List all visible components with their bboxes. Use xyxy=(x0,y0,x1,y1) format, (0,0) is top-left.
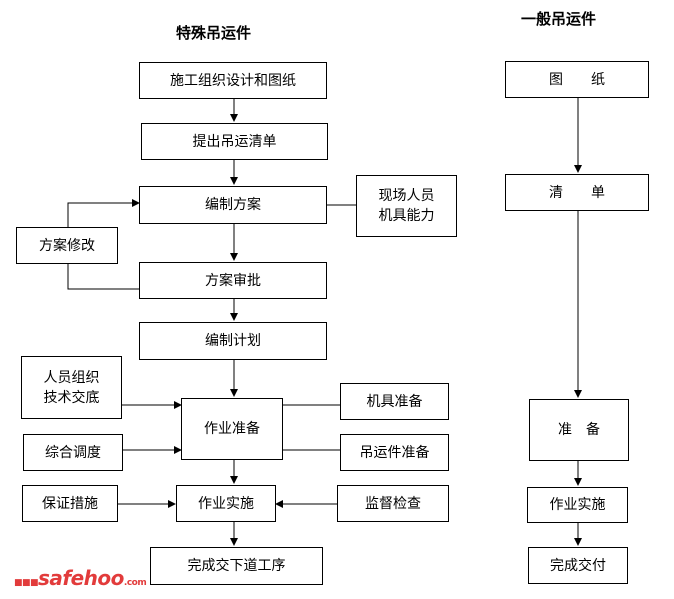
box-lifting-list: 提出吊运清单 xyxy=(141,123,328,160)
safehoo-watermark: ■■■safehoo.com xyxy=(14,566,147,590)
watermark-text: safehoo xyxy=(38,566,124,590)
box-plan-revision: 方案修改 xyxy=(16,227,118,264)
box-personnel-briefing: 人员组织 技术交底 xyxy=(21,356,122,419)
box-safety-measures: 保证措施 xyxy=(22,485,118,522)
box-lifted-parts-prep: 吊运件准备 xyxy=(340,434,449,471)
box-right-execution: 作业实施 xyxy=(527,487,628,523)
box-right-preparation: 准 备 xyxy=(529,399,629,461)
box-site-personnel-capacity: 现场人员 机具能力 xyxy=(356,175,457,237)
box-equipment-prep: 机具准备 xyxy=(340,383,449,420)
box-coordination: 综合调度 xyxy=(23,434,123,471)
box-prepare-schedule: 编制计划 xyxy=(139,322,327,360)
box-handover-next-process: 完成交下道工序 xyxy=(150,547,323,585)
box-work-preparation: 作业准备 xyxy=(181,398,283,460)
box-right-drawings: 图 纸 xyxy=(505,61,649,98)
box-prepare-plan: 编制方案 xyxy=(139,186,327,224)
box-right-list: 清 单 xyxy=(505,174,649,211)
watermark-suffix: .com xyxy=(123,578,147,588)
box-supervision: 监督检查 xyxy=(337,485,449,522)
box-right-handover: 完成交付 xyxy=(528,547,628,584)
title-general-lifting: 一般吊运件 xyxy=(521,10,597,28)
box-design-drawings: 施工组织设计和图纸 xyxy=(139,62,327,99)
box-work-execution: 作业实施 xyxy=(176,485,276,522)
box-plan-approval: 方案审批 xyxy=(139,262,327,299)
title-special-lifting: 特殊吊运件 xyxy=(176,24,252,42)
